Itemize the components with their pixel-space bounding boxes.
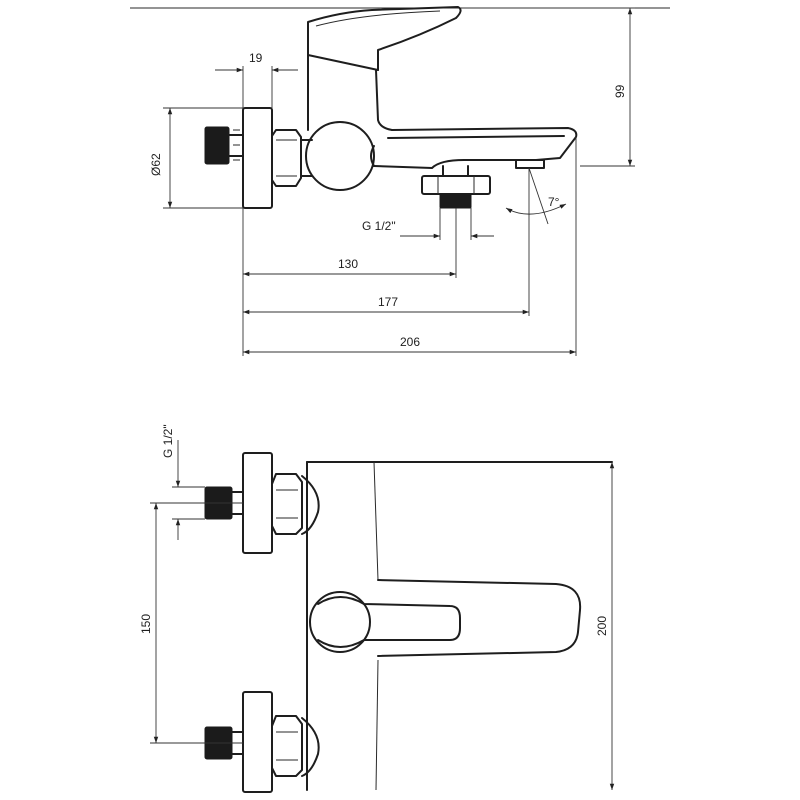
dim-inlet-thread-label: G 1/2" — [161, 424, 175, 458]
hex-nut — [271, 129, 302, 187]
mixer-body — [305, 121, 375, 191]
side-view: 19 Ø62 99 G 1/2" 130 177 206 — [149, 6, 635, 356]
dim-diameter-label: Ø62 — [149, 153, 163, 176]
outlet-nut — [421, 175, 491, 195]
front-lever — [377, 579, 582, 657]
upper-hex-nut — [271, 473, 303, 535]
lower-wall-flange — [242, 691, 273, 793]
front-view: 200 G 1/2" 150 — [139, 424, 615, 793]
dim-thickness-label: 19 — [249, 51, 263, 65]
dim-angle-label: 7° — [548, 195, 560, 209]
lower-hex-nut — [271, 715, 303, 777]
outlet-thread — [439, 193, 472, 209]
inlet-thread — [204, 126, 230, 165]
dim-inlet-spacing-label: 150 — [139, 614, 153, 634]
spout-outlet — [515, 159, 545, 169]
wall-flange — [242, 107, 273, 209]
upper-wall-flange — [242, 452, 273, 554]
dim-body-height-label: 200 — [595, 616, 609, 636]
dim-height-label: 99 — [613, 84, 627, 98]
dim-total-length-label: 206 — [400, 335, 420, 349]
lever — [307, 6, 462, 71]
lever-knob — [309, 591, 371, 653]
dim-outlet-thread-label: G 1/2" — [362, 219, 396, 233]
spout — [373, 127, 578, 169]
dim-to-outlet-label: 130 — [338, 257, 358, 271]
dim-to-spout-label: 177 — [378, 295, 398, 309]
